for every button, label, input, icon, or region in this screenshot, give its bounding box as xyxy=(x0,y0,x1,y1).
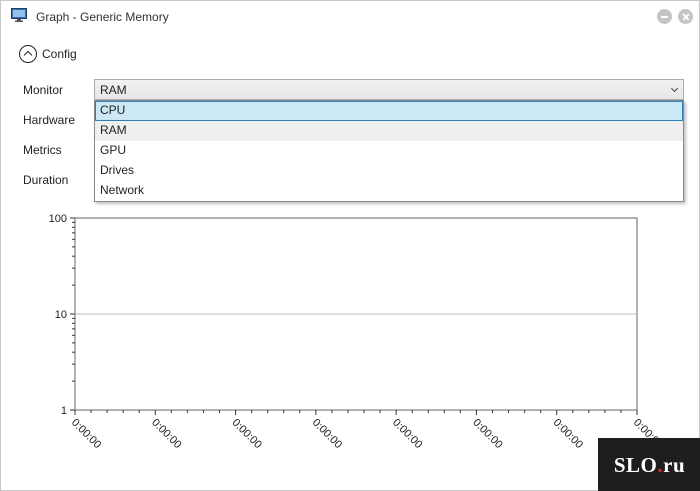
monitor-icon xyxy=(11,8,27,22)
monitor-select[interactable]: RAM xyxy=(94,79,684,100)
monitor-select-value: RAM xyxy=(100,83,127,97)
watermark-dot: . xyxy=(657,452,664,477)
minimize-button[interactable] xyxy=(657,9,672,24)
config-label: Config xyxy=(42,47,77,61)
dropdown-option-cpu[interactable]: CPU xyxy=(95,101,683,121)
x-tick-label: 0:00:00 xyxy=(229,417,263,451)
dropdown-option-gpu[interactable]: GPU xyxy=(100,143,127,157)
y-tick-label: 100 xyxy=(49,213,67,225)
watermark-text: SLO.ru xyxy=(614,453,685,478)
watermark-logo: SLO.ru xyxy=(598,438,700,491)
window-title: Graph - Generic Memory xyxy=(36,10,169,24)
watermark-tld: ru xyxy=(663,452,686,477)
y-tick-label: 1 xyxy=(61,405,67,417)
y-tick-label: 10 xyxy=(55,309,67,321)
chevron-down-icon xyxy=(670,84,679,93)
close-button[interactable] xyxy=(678,9,693,24)
dropdown-option-network[interactable]: Network xyxy=(100,183,145,197)
x-tick-label: 0:00:00 xyxy=(149,417,183,451)
duration-label: Duration xyxy=(23,173,69,187)
x-tick-label: 0:00:00 xyxy=(551,417,585,451)
config-toggle[interactable]: Config xyxy=(19,45,77,63)
watermark-main: SLO xyxy=(613,452,658,477)
dropdown-option-ram[interactable]: RAM xyxy=(95,121,683,141)
x-tick-label: 0:00:00 xyxy=(390,417,424,451)
monitor-dropdown-list: CPU RAM GPU Drives Network xyxy=(94,100,684,202)
x-tick-label: 0:00:00 xyxy=(69,417,103,451)
metrics-label: Metrics xyxy=(23,143,62,157)
dropdown-option-drives[interactable]: Drives xyxy=(100,163,135,177)
x-tick-label: 0:00:00 xyxy=(470,417,504,451)
title-bar[interactable]: Graph - Generic Memory xyxy=(1,1,699,33)
chevron-up-circle-icon xyxy=(19,45,37,63)
monitor-label: Monitor xyxy=(23,83,64,97)
x-tick-label: 0:00:00 xyxy=(310,417,344,451)
hardware-label: Hardware xyxy=(23,113,76,127)
